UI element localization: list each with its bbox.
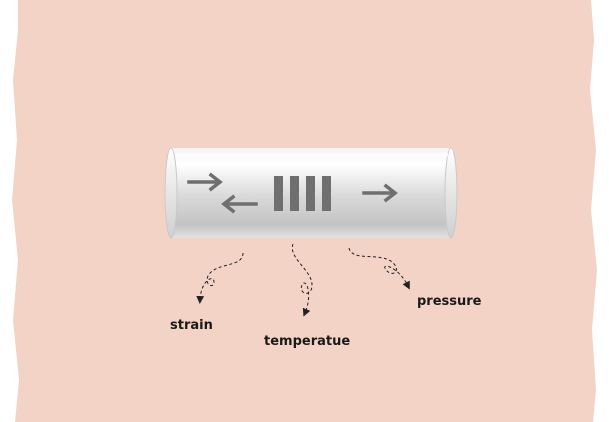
pressure-dashed-line <box>348 247 410 290</box>
temperature-dashed-line <box>291 243 313 317</box>
pressure-label: pressure <box>417 294 482 309</box>
arrow-left-icon <box>221 194 258 214</box>
tube-right-cap <box>444 147 458 239</box>
arrow-right-icon <box>362 183 398 203</box>
tube-left-cap <box>164 147 178 239</box>
arrow-right-icon <box>187 172 223 192</box>
grating-bars-icon <box>274 176 331 211</box>
temperature-label: temperatue <box>264 334 351 349</box>
strain-label: strain <box>170 318 213 333</box>
